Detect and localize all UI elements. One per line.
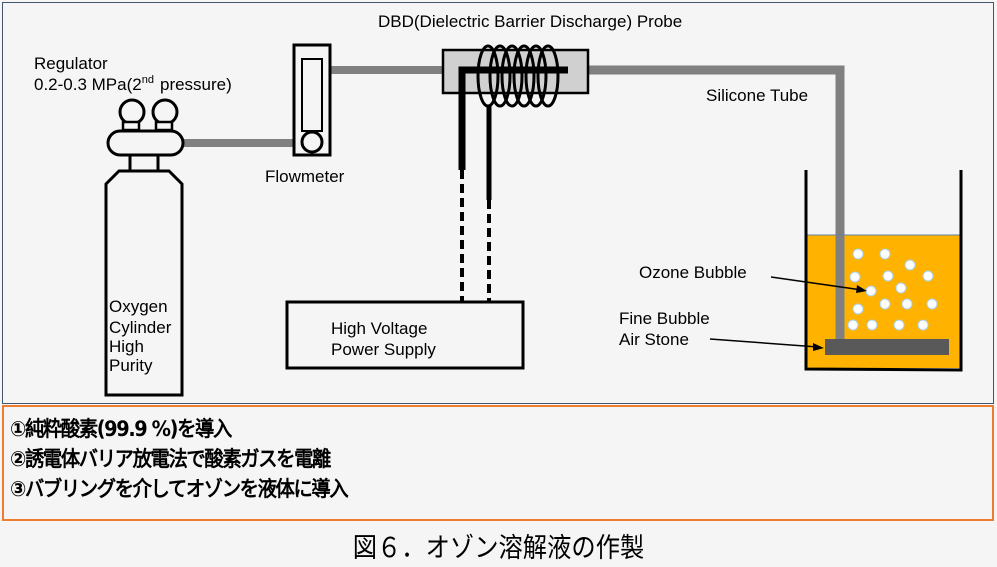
bubble (895, 282, 907, 294)
bubble (879, 248, 891, 260)
step-3: ③バブリングを介してオゾンを液体に導入 (10, 477, 349, 501)
dbd-probe (441, 44, 590, 302)
bubble (852, 303, 864, 315)
power-supply-label-line-2: Power Supply (331, 340, 436, 359)
air-stone-label-line-2: Air Stone (619, 330, 689, 349)
regulator-body (106, 129, 185, 157)
bubble (922, 270, 934, 282)
bubble (847, 319, 859, 331)
bubble (849, 271, 861, 283)
bubble (904, 259, 916, 271)
step-1: ①純粋酸素(99.9 %)を導入 (10, 417, 232, 441)
arrow-line (770, 276, 863, 291)
silicone-tube (588, 65, 845, 345)
coil-loop (512, 44, 536, 108)
bubble (852, 248, 864, 260)
step-2: ②誘電体バリア放電法で酸素ガスを電離 (10, 447, 331, 471)
cylinder-neck (128, 153, 160, 173)
air-stone-arrow (709, 338, 824, 351)
bubble (866, 319, 878, 331)
steps-box: ①純粋酸素(99.9 %)を導入 ②誘電体バリア放電法で酸素ガスを電離 ③バブリ… (2, 405, 994, 521)
arrow-head (813, 343, 824, 351)
cylinder-body (104, 169, 184, 397)
bubble (893, 319, 905, 331)
beaker (804, 170, 963, 372)
air-stone-label-line-1: Fine Bubble (619, 309, 710, 328)
arrow-line (709, 338, 819, 348)
flowmeter-tube (301, 58, 323, 132)
power-supply-box (285, 300, 525, 370)
regulator-pressure-sup: nd (142, 74, 154, 86)
silicone-tube-label: Silicone Tube (706, 86, 808, 105)
probe-coil (476, 44, 560, 108)
flowmeter-float (300, 130, 324, 154)
ozone-bubbles (847, 248, 938, 331)
cylinder-label-line-4: Purity (109, 356, 153, 375)
probe-label: DBD(Dielectric Barrier Discharge) Probe (378, 12, 682, 31)
beaker-walls (804, 170, 963, 372)
air-stone (825, 339, 949, 355)
bubble (879, 298, 891, 310)
coil-loop (500, 44, 524, 108)
regulator-pressure-suffix: pressure) (160, 75, 232, 94)
regulator-pressure-prefix: 0.2-0.3 MPa(2 (34, 75, 142, 94)
ozone-bubble-label: Ozone Bubble (639, 263, 747, 282)
apparatus-diagram: Oxygen Cylinder High Purity Regulator 0.… (34, 12, 963, 397)
regulator-label: Regulator (34, 54, 108, 73)
bubble (865, 285, 877, 297)
bubble (882, 270, 894, 282)
flowmeter (292, 43, 332, 157)
bubble (917, 319, 929, 331)
power-supply-label-line-1: High Voltage (331, 319, 427, 338)
coil-loop (524, 44, 548, 108)
flowmeter-label: Flowmeter (265, 167, 345, 186)
oxygen-cylinder: Oxygen Cylinder High Purity (104, 98, 185, 397)
gauge-right-stem (154, 120, 174, 132)
high-voltage-power-supply: High Voltage Power Supply (285, 300, 525, 370)
gauge-left (118, 98, 146, 126)
cylinder-label-line-1: Oxygen (109, 297, 168, 316)
coil-loop (488, 44, 512, 108)
gauge-right (151, 98, 179, 126)
coil-loop (536, 44, 560, 108)
bubble (901, 298, 913, 310)
cylinder-label-line-2: Cylinder (109, 318, 172, 337)
gauge-left-stem (121, 120, 141, 132)
figure-caption: 図６．オゾン溶解液の作製 (352, 533, 645, 564)
bubble (926, 298, 938, 310)
arrow-head (856, 285, 867, 293)
cylinder-label-line-3: High (109, 337, 144, 356)
regulator-pressure-label: 0.2-0.3 MPa(2nd pressure) (34, 74, 232, 94)
ozone-bubble-arrow (770, 276, 867, 293)
